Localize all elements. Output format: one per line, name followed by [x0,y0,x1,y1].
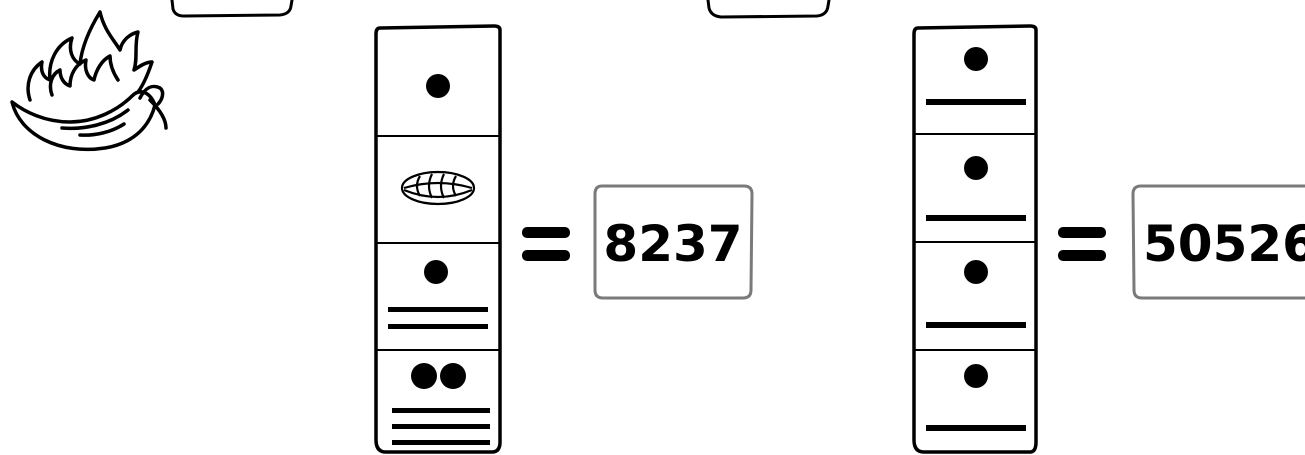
left-cell-4-dot-1 [411,363,437,389]
left-cell-3-bar-2 [388,324,488,329]
left-cell-2-shell-icon [402,172,474,204]
right-numeral-column [914,26,1036,452]
right-cell-4-bar-1 [926,425,1026,431]
right-cell-4-dot-1 [964,364,988,388]
right-cell-3-bar-1 [926,322,1026,328]
fire-pepper-icon [12,12,166,149]
left-cell-4-bar-3 [392,440,490,445]
left-cell-4-bar-1 [392,408,490,413]
left-cell-4-dot-2 [440,363,466,389]
left-cell-1 [426,74,450,98]
left-cell-4-bar-2 [392,424,490,429]
left-cell-4 [392,363,490,445]
top-box-right-partial [708,0,829,17]
left-answer-box: 8237 [595,186,752,298]
right-answer-box: 50526 [1133,186,1305,298]
left-cell-3 [388,260,488,329]
left-cell-3-dot-1 [424,260,448,284]
right-cell-4 [926,364,1026,431]
left-cell-1-dot-1 [426,74,450,98]
left-numeral-column [376,26,500,452]
right-cell-1-bar-1 [926,99,1026,105]
right-cell-1 [926,47,1026,105]
left-equals-sign [522,227,570,261]
right-cell-3-dot-1 [964,260,988,284]
right-equals-sign [1058,227,1106,261]
top-box-left-partial [172,0,292,16]
right-cell-2 [926,156,1026,221]
right-cell-3 [926,260,1026,328]
right-cell-1-dot-1 [964,47,988,71]
left-answer-label: 8237 [603,215,742,273]
right-column-frame [914,26,1036,452]
right-cell-2-dot-1 [964,156,988,180]
left-cell-3-bar-1 [388,307,488,312]
right-cell-2-bar-1 [926,215,1026,221]
right-answer-label: 50526 [1143,215,1305,273]
